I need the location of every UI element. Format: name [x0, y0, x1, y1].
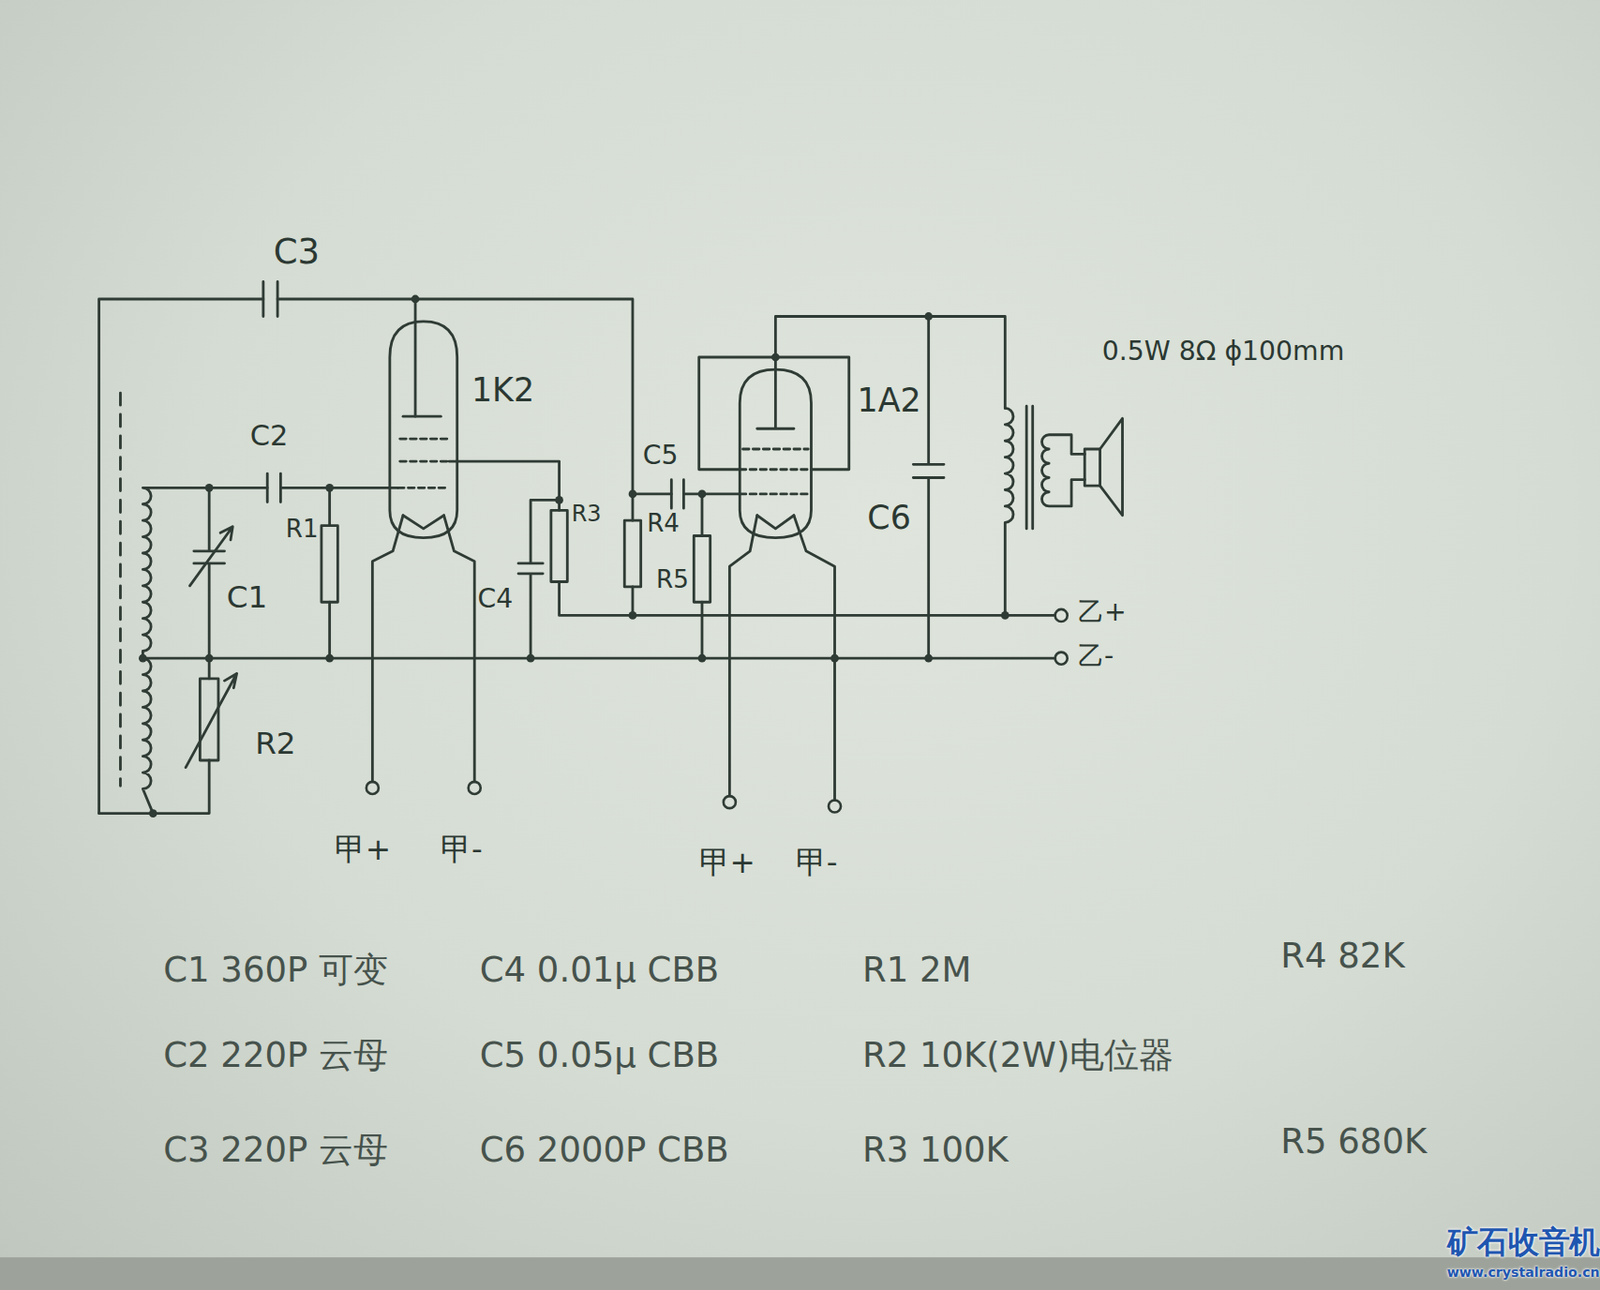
component-label: C6	[867, 499, 911, 536]
tube-label: 1K2	[471, 372, 535, 408]
parts-list-item: C5 0.05μ CBB	[479, 1035, 720, 1075]
parts-list-item: R5 680K	[1280, 1121, 1427, 1161]
terminal-label: 乙+	[1077, 597, 1127, 627]
wire	[448, 461, 560, 510]
watermark: www.crystalradio.cn	[1447, 1265, 1600, 1281]
parts-list-item: R3 100K	[862, 1130, 1009, 1169]
wire	[631, 493, 635, 616]
component-label: R3	[571, 502, 602, 527]
wire	[328, 487, 331, 658]
tube-grid	[739, 448, 811, 494]
component-label: C3	[273, 232, 320, 271]
tube-filament	[403, 515, 445, 529]
capacitor-symbol	[518, 499, 560, 658]
wire	[729, 515, 835, 801]
resistor-symbol	[321, 525, 338, 603]
capacitor-symbol	[671, 479, 684, 509]
terminal-label: 甲+	[699, 844, 756, 879]
wire	[99, 299, 633, 814]
variable-arrow	[185, 672, 237, 767]
transformer-core	[1026, 405, 1033, 529]
capacitor-symbol	[267, 473, 281, 502]
wire	[699, 357, 850, 470]
component-label: C1	[226, 579, 269, 614]
terminal-label: 甲+	[334, 831, 391, 866]
resistor-symbol	[693, 536, 710, 603]
photo-edge	[0, 1256, 1600, 1290]
resistor-symbol	[199, 678, 219, 761]
resistor-symbol	[551, 509, 568, 582]
capacitor-symbol	[263, 281, 278, 316]
component-label: R1	[285, 515, 319, 543]
parts-list-item: C4 0.01μ CBB	[479, 951, 720, 990]
coil-symbol	[142, 487, 210, 813]
component-label: R5	[656, 566, 689, 594]
parts-list-item: C2 220P 云母	[163, 1035, 389, 1075]
junction-dots	[138, 295, 1010, 818]
wire	[372, 515, 475, 782]
wire	[414, 299, 418, 417]
resistor-symbol	[624, 520, 641, 587]
terminal-label: 甲-	[440, 831, 482, 866]
wires	[99, 281, 1123, 813]
parts-list-item: R1 2M	[862, 951, 972, 990]
watermark: 矿石收音机	[1447, 1224, 1600, 1258]
terminals	[366, 609, 1068, 813]
tube-label: 1A2	[856, 382, 921, 419]
parts-list-item: R4 82K	[1280, 936, 1405, 975]
coil-symbol	[1042, 434, 1086, 507]
wire	[757, 315, 1006, 429]
component-label: R2	[254, 726, 296, 761]
wire	[99, 657, 210, 813]
speaker-cone	[1100, 418, 1123, 515]
wire	[209, 486, 398, 490]
capacitor-symbol	[912, 315, 944, 658]
component-label: C5	[642, 440, 679, 470]
parts-list-item: C3 220P 云母	[163, 1130, 389, 1169]
tube-grid	[398, 438, 449, 488]
tube-envelope	[389, 321, 458, 539]
component-label: R4	[646, 509, 680, 538]
ferrite-rod	[119, 392, 122, 786]
wire	[632, 492, 740, 495]
coil-symbol	[1004, 407, 1014, 615]
variable-arrow	[189, 526, 233, 586]
parts-list-item: C6 2000P CBB	[479, 1130, 730, 1169]
speaker-magnet	[1084, 448, 1100, 486]
speaker-spec: 0.5W 8Ω ϕ100mm	[1102, 336, 1345, 366]
terminal-label: 甲-	[795, 844, 838, 879]
component-label: C2	[250, 420, 289, 453]
tube-filament	[757, 515, 794, 529]
wire	[701, 493, 704, 658]
parts-list-item: C1 360P 可变	[163, 951, 389, 990]
component-label: C4	[477, 583, 513, 614]
parts-list-item: R2 10K(2W)电位器	[862, 1035, 1174, 1075]
terminal-label: 乙-	[1077, 641, 1115, 671]
wire	[142, 657, 1055, 660]
tube-plate	[403, 415, 441, 419]
